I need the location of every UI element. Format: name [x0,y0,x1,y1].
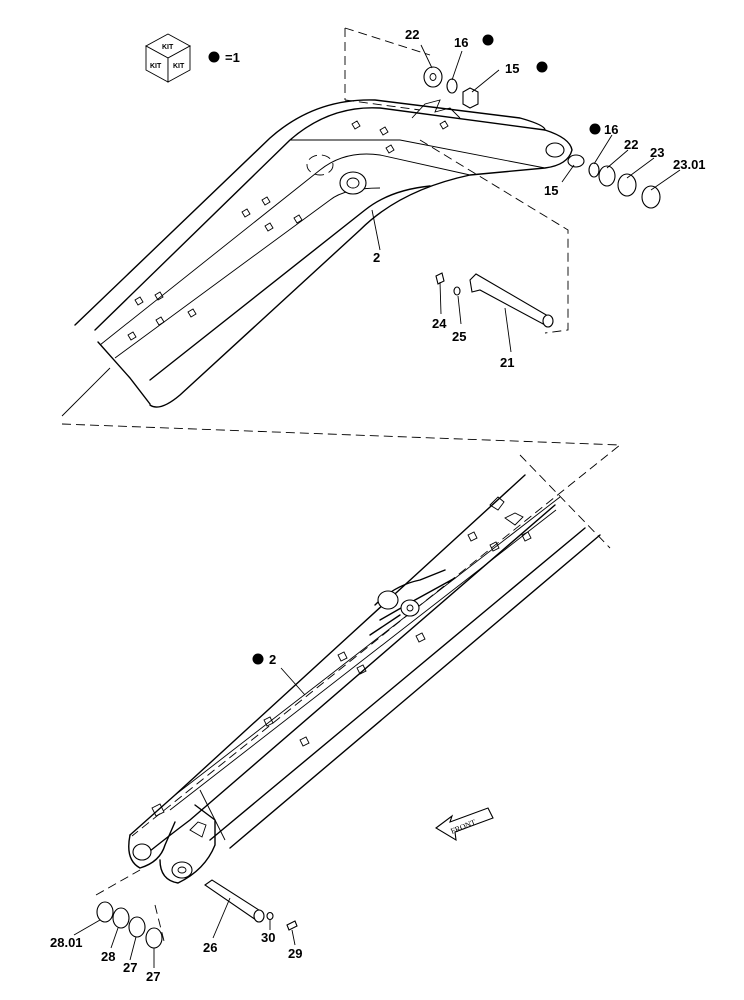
kit-bullet-16-right [589,123,601,135]
callout-29: 29 [288,946,302,961]
callout-15-right: 15 [544,183,558,198]
kit-cube-icon: KIT KIT KIT [145,33,191,83]
pin-26 [204,879,263,921]
kit-bullet-icon [208,51,220,63]
callout-30: 30 [261,930,275,945]
callout-28-01: 28.01 [50,935,83,950]
callout-27-b: 27 [146,969,160,984]
lower-boom-section [128,474,601,884]
callout-25: 25 [452,329,466,344]
washer-23-01 [641,185,661,209]
kit-cube-top-text: KIT [162,44,174,51]
pin-21 [469,273,549,326]
callout-16-right: 16 [604,122,618,137]
ring-16-top [446,78,458,94]
callout-27-a: 27 [123,960,137,975]
shim-27-b [145,927,163,949]
kit-bullet-16-top [482,34,494,46]
bolt-24 [435,272,445,285]
kit-legend-equation: =1 [225,50,240,65]
lower-leaders [73,667,306,968]
callout-28: 28 [101,949,115,964]
upper-callouts: 22 16 15 16 22 23 23.01 15 2 24 25 21 [373,27,706,370]
callout-21: 21 [500,355,514,370]
washer-30 [266,911,274,921]
section-connector [61,423,622,837]
washer-28 [112,907,130,929]
callout-22-right: 22 [624,137,638,152]
washer-22-top [423,66,443,88]
shim-27-a [128,916,146,938]
washer-22-right [598,165,616,187]
callout-23-01: 23.01 [673,157,706,172]
upper-pin-parts [423,66,661,328]
bushing-15-right [567,154,585,168]
kit-cube-left-text: KIT [150,63,162,70]
kit-bullet-15-top [536,61,548,73]
callout-24: 24 [432,316,447,331]
kit-legend: KIT KIT KIT =1 [145,33,240,83]
callout-16-top: 16 [454,35,468,50]
callout-15-top: 15 [505,61,519,76]
callout-23: 23 [650,145,664,160]
upper-boom-section [61,27,573,417]
bushing-15-top [462,87,479,109]
callout-2-lower: 2 [269,652,276,667]
upper-leaders [371,44,681,353]
callout-2-upper: 2 [373,250,380,265]
washer-25 [453,286,461,296]
callout-22-top: 22 [405,27,419,42]
washer-23 [617,173,637,197]
ring-16-right [588,162,600,178]
washer-28-01 [96,901,114,923]
kit-bullet-2-lower [252,653,264,665]
kit-cube-right-text: KIT [173,63,185,70]
lower-callouts: 2 26 30 29 28.01 28 27 27 [50,652,302,984]
front-direction-arrow: FRONT [435,807,494,842]
callout-26: 26 [203,940,217,955]
bolt-29 [286,920,298,931]
